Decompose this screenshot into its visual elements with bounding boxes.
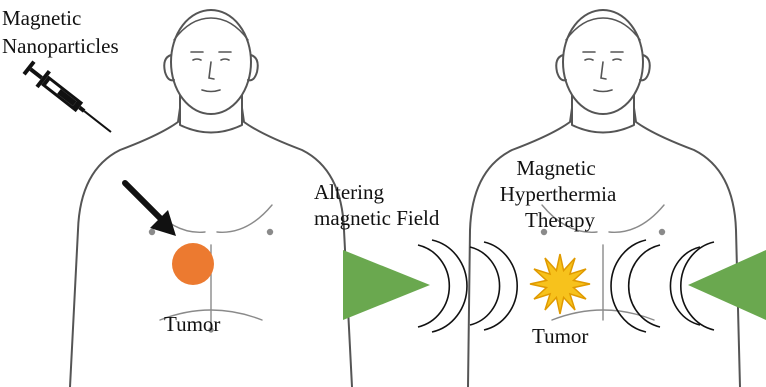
field-label-line1: Altering <box>314 180 384 205</box>
circle-tumor-icon <box>172 243 214 285</box>
right-coil-triangle <box>688 250 766 320</box>
nanoparticles-label-line2: Nanoparticles <box>2 34 119 59</box>
syringe-icon <box>21 59 117 140</box>
left-coil-triangle <box>343 250 430 320</box>
tumor-label-left: Tumor <box>164 312 220 337</box>
arrow-down-right-icon <box>125 183 176 236</box>
nanoparticles-label-line1: Magnetic <box>2 6 81 31</box>
therapy-label-line3: Therapy <box>525 208 595 233</box>
tumor-label-right: Tumor <box>532 324 588 349</box>
therapy-label-line1: Magnetic <box>516 156 595 181</box>
field-label-line2: magnetic Field <box>314 206 439 231</box>
therapy-label-line2: Hyperthermia <box>500 182 617 207</box>
left-field-waves <box>418 240 517 332</box>
starburst-icon <box>530 254 590 314</box>
